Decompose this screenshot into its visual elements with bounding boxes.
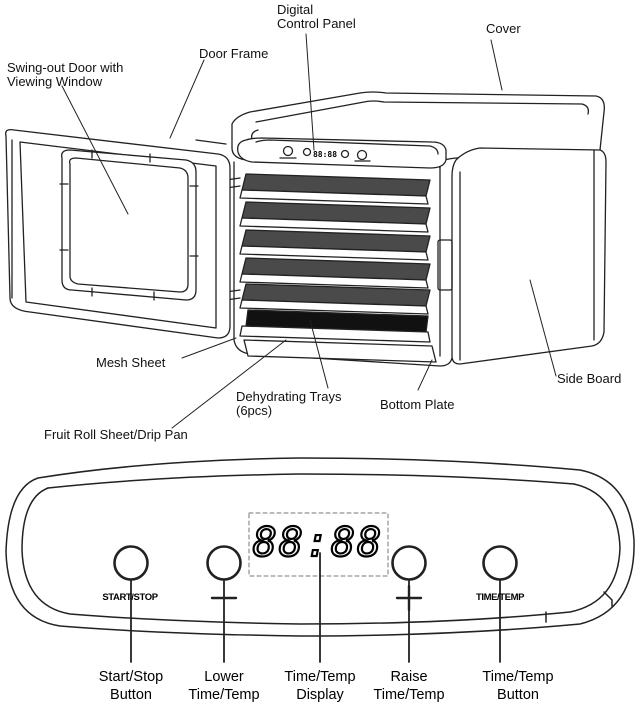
leader-fruit-roll	[171, 339, 287, 429]
leader-lines-bottom	[130, 552, 501, 663]
label-side-board: Side Board	[557, 371, 622, 386]
label-swing-out-door: Swing-out Door with Viewing Window	[7, 60, 124, 89]
leader-mesh-sheet	[181, 337, 237, 359]
label-digital-control-panel: Digital Control Panel	[277, 2, 356, 31]
leader-side-board	[529, 279, 557, 377]
leader-cover	[490, 39, 503, 91]
leader-lines-top	[61, 33, 557, 429]
tray-4	[239, 257, 431, 289]
label-fruit-roll-sheet: Fruit Roll Sheet/Drip Pan	[44, 427, 188, 442]
mini-control-panel	[279, 145, 371, 162]
leader-swing-door	[61, 85, 129, 215]
start-stop-caption: START/STOP	[102, 592, 158, 603]
display-window	[248, 512, 389, 577]
trays	[239, 173, 437, 363]
control-panel-outline	[5, 457, 635, 637]
callout-raise-time-temp: Raise Time/Temp	[373, 669, 445, 703]
control-panel-enlarged	[5, 457, 635, 637]
callout-time-temp-button: Time/Temp Button	[482, 669, 554, 703]
time-temp-caption: TIME/TEMP	[476, 592, 525, 603]
label-door-frame: Door Frame	[199, 46, 269, 61]
bottom-plate-shape	[243, 339, 437, 363]
leader-door-frame	[169, 59, 205, 139]
tray-3	[239, 229, 431, 261]
tray-1	[239, 173, 431, 205]
tray-6-drip-pan	[239, 309, 431, 343]
callout-lower-time-temp: Lower Time/Temp	[188, 669, 260, 703]
viewing-window	[61, 149, 197, 301]
leader-control-panel	[305, 33, 315, 151]
label-cover: Cover	[486, 21, 521, 36]
leader-trays	[309, 319, 329, 389]
dehydrator-body	[225, 91, 607, 367]
side-board-shape	[451, 147, 607, 365]
time-temp-display: 88:88	[253, 520, 383, 566]
swing-out-door	[5, 128, 231, 339]
mini-display: 88:88	[313, 150, 337, 159]
label-dehydrating-trays: Dehydrating Trays (6pcs)	[236, 389, 342, 418]
tray-5	[239, 283, 431, 315]
callout-start-stop-button: Start/Stop Button	[98, 669, 164, 703]
label-mesh-sheet: Mesh Sheet	[96, 355, 166, 370]
tray-2	[239, 201, 431, 233]
callout-time-temp-display: Time/Temp Display	[284, 669, 356, 703]
leader-bottom-plate	[417, 359, 433, 391]
label-bottom-plate: Bottom Plate	[380, 397, 455, 412]
